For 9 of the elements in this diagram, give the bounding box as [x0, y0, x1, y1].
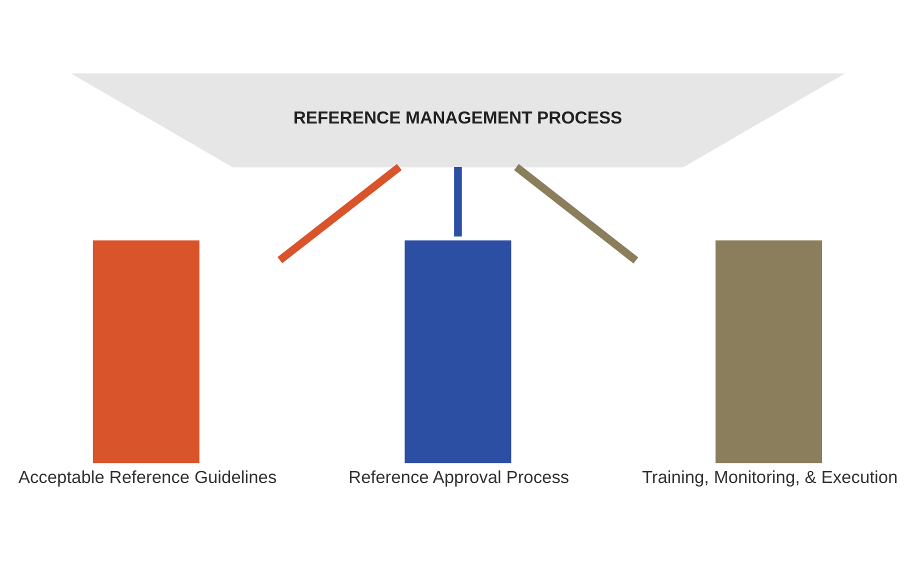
connector [514, 163, 638, 263]
node-bar [92, 240, 200, 463]
connector [454, 166, 462, 236]
node-bar [404, 240, 512, 463]
node-label: Training, Monitoring, & Execution [642, 466, 898, 486]
node-label: Reference Approval Process [348, 466, 570, 486]
node-bar [716, 240, 822, 463]
connector [277, 163, 402, 263]
node-label: Acceptable Reference Guidelines [18, 466, 277, 486]
